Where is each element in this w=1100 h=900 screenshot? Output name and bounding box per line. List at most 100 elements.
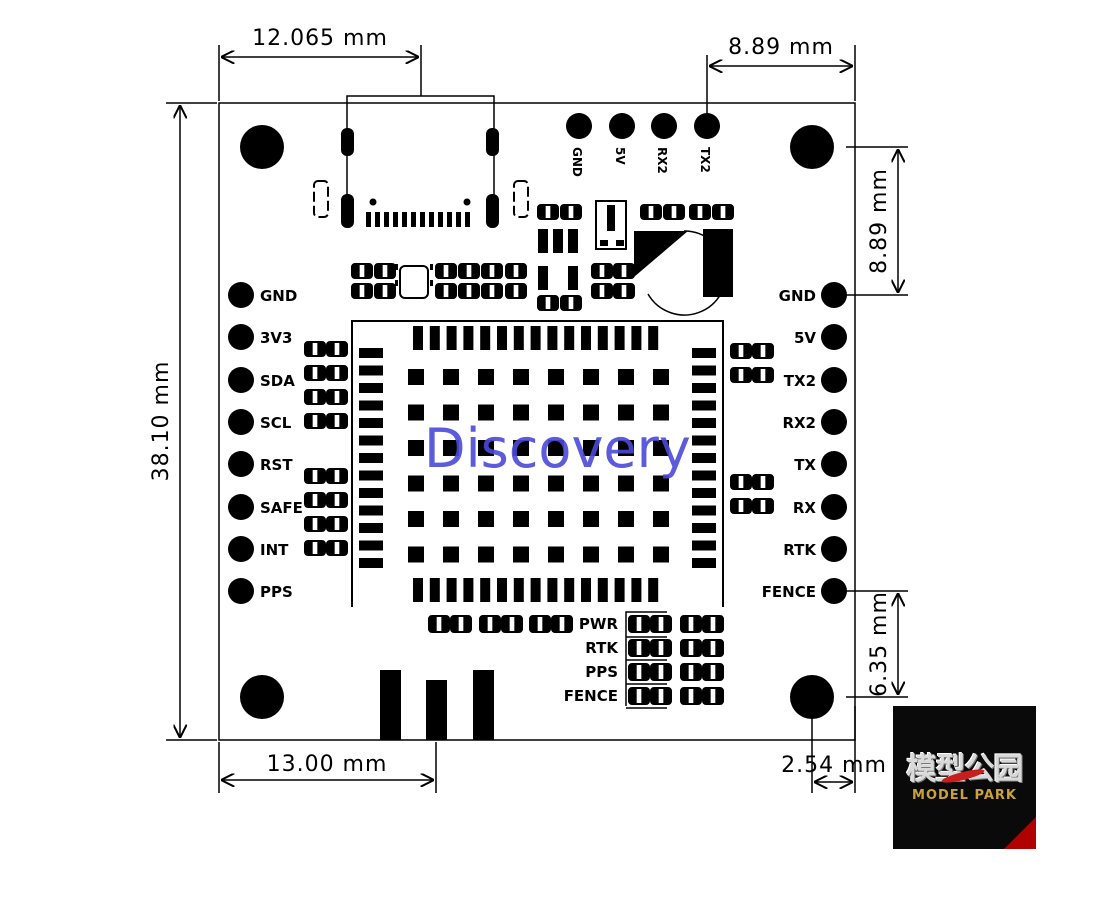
module-grid-pad — [443, 546, 459, 563]
smd-resistor — [326, 413, 348, 429]
smd-pad — [503, 617, 510, 631]
module-grid-pad — [478, 475, 494, 492]
module-grid-pad — [478, 369, 494, 385]
module-grid-pad — [443, 404, 459, 421]
smd-resistor — [458, 263, 480, 279]
top-pin-label: GND — [570, 147, 584, 177]
module-pad — [413, 578, 423, 602]
logo-en-text: MODEL PARK — [912, 788, 1017, 803]
smd-pad — [387, 285, 394, 297]
smd-pad — [317, 343, 324, 355]
smd-resistor — [650, 687, 672, 705]
usb-pin — [456, 212, 461, 227]
smd-pad — [743, 369, 750, 381]
smd-pad — [765, 369, 772, 381]
dimension-label: 2.54 mm — [781, 753, 887, 778]
smd-pad — [494, 265, 501, 277]
module-pad — [547, 326, 558, 350]
smd-pad — [339, 542, 346, 554]
smd-pad — [328, 470, 335, 482]
gnss-module — [351, 320, 724, 607]
module-grid-pad — [583, 511, 599, 527]
dimension-label: 38.10 mm — [149, 361, 174, 482]
smd-resistor — [702, 663, 724, 681]
module-pad — [597, 578, 608, 602]
smd-resistor — [628, 687, 650, 705]
smd-pad — [471, 285, 478, 297]
smd-pad — [550, 206, 557, 218]
module-pad — [692, 470, 716, 481]
module-grid-pad — [618, 404, 634, 421]
module-pad — [530, 578, 541, 602]
left-pin-label: PPS — [260, 583, 293, 601]
smd-resistor — [730, 474, 752, 490]
smd-pad — [693, 641, 700, 655]
smd-pad — [430, 617, 437, 631]
smd-pad — [481, 617, 488, 631]
module-grid-pad — [408, 440, 424, 456]
module-grid-pad — [653, 475, 669, 492]
smd-resistor — [537, 295, 559, 311]
smd-resistor — [680, 615, 702, 633]
smd-pad — [593, 265, 600, 277]
smd-pad — [539, 297, 546, 309]
usb-pin — [447, 212, 452, 227]
module-grid-pad — [513, 546, 529, 563]
smd-pad — [715, 617, 722, 631]
smd-pad — [615, 285, 622, 297]
led-label: PPS — [585, 663, 618, 681]
smd-pad — [704, 689, 711, 703]
module-pad — [530, 326, 541, 350]
module-grid-pad — [478, 511, 494, 527]
smd-resistor — [479, 615, 501, 633]
dimension-label: 6.35 mm — [867, 591, 892, 697]
smd-pad — [714, 206, 721, 218]
smd-pad — [514, 617, 521, 631]
smd-components-bottom: PWR RTK PPS FENCE — [380, 611, 724, 740]
smd-pad — [328, 343, 335, 355]
smd-pad — [626, 265, 633, 277]
module-pad — [513, 326, 524, 350]
smd-pad — [630, 617, 637, 631]
module-grid-pad — [548, 511, 564, 527]
smd-pad — [306, 494, 313, 506]
smd-pad — [328, 542, 335, 554]
smd-pad — [448, 265, 455, 277]
module-pad — [547, 578, 558, 602]
module-grid-pad — [583, 369, 599, 385]
module-pad — [564, 578, 575, 602]
module-grid-pad — [408, 511, 424, 527]
module-pad — [631, 578, 642, 602]
smd-resistor — [628, 615, 650, 633]
smd-pad — [564, 617, 571, 631]
usb-pin — [393, 212, 398, 227]
usb-pin — [384, 212, 389, 227]
watermark-text: Discovery — [424, 417, 691, 480]
smd-resistor — [304, 492, 326, 508]
smd-resistor — [326, 389, 348, 405]
module-pad — [581, 578, 591, 602]
smd-pad — [676, 206, 683, 218]
smd-resistor — [752, 498, 774, 514]
smd-resistor — [680, 663, 702, 681]
smd-pad — [518, 265, 525, 277]
smd-pad — [387, 265, 394, 277]
smd-pad — [306, 343, 313, 355]
left-pin-label: SDA — [260, 372, 295, 390]
smd-pad — [437, 265, 444, 277]
smd-resistor — [752, 343, 774, 359]
smd-resistor — [505, 263, 527, 279]
module-grid-pad — [513, 511, 529, 527]
smd-pad — [682, 665, 689, 679]
smd-pad — [630, 665, 637, 679]
smd-pad — [306, 518, 313, 530]
module-pad — [359, 383, 383, 393]
right-pin-label: RTK — [783, 541, 817, 559]
usb-connector — [313, 95, 529, 228]
module-pad — [581, 326, 591, 350]
smd-resistor — [374, 283, 396, 299]
usb-pin — [429, 212, 434, 227]
smd-pad — [641, 689, 648, 703]
smd-resistor — [326, 365, 348, 381]
module-pad — [692, 383, 716, 393]
